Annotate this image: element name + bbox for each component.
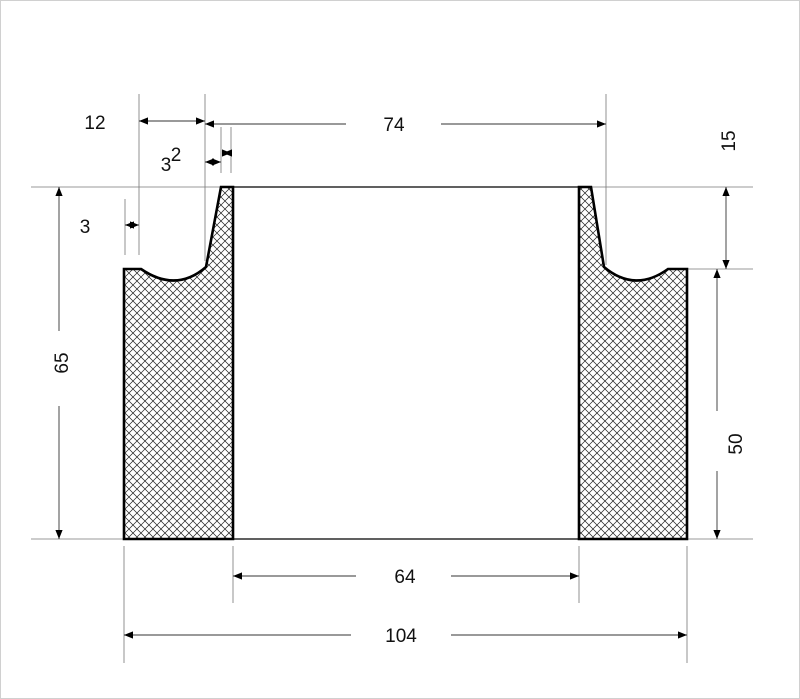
dim-flange-height: 50 [726, 433, 747, 454]
dim-hub-taper: 2 [171, 145, 182, 166]
dim-total-height: 65 [52, 352, 73, 373]
dim-fillet-a: 3 [80, 217, 91, 238]
dim-hub-height: 15 [719, 130, 740, 151]
dim-fillet-b: 3 [161, 155, 172, 176]
dimension-lines [55, 117, 730, 639]
dim-bore: 64 [394, 567, 416, 588]
dim-flange-offset: 12 [84, 113, 105, 134]
dim-overall-width: 104 [385, 626, 417, 647]
flange-right-section [577, 185, 689, 541]
flange-left-section [122, 185, 235, 541]
dim-hub-top: 74 [383, 115, 405, 136]
